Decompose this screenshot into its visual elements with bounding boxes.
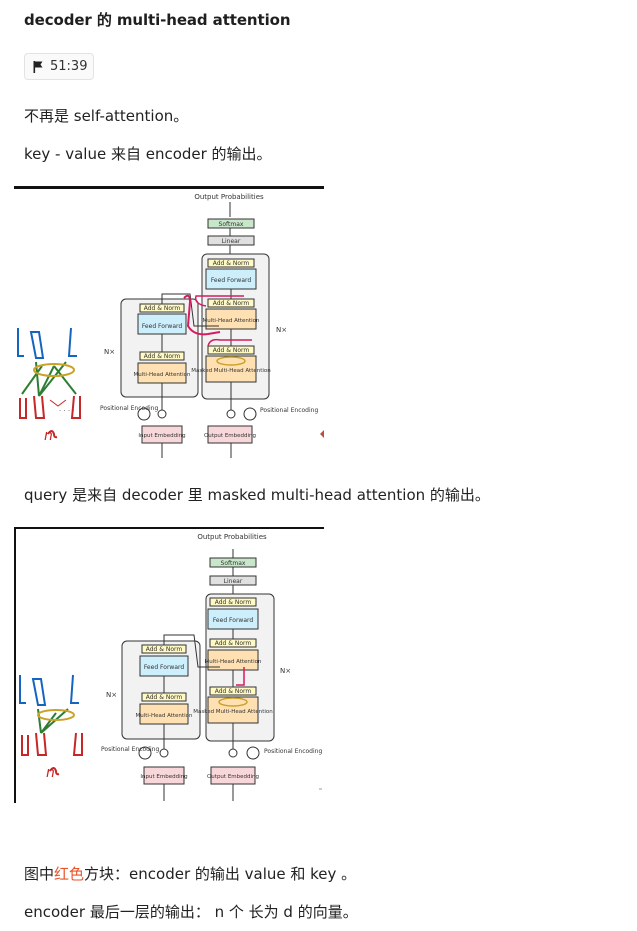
svg-text:N×: N× [106,691,117,699]
svg-text:N×: N× [276,326,287,334]
svg-text:Output Probabilities: Output Probabilities [194,193,264,201]
red-highlight-text: 红色 [54,865,85,883]
svg-text:Softmax: Softmax [219,221,244,228]
svg-text:Add & Norm: Add & Norm [215,688,252,695]
svg-text:Add & Norm: Add & Norm [144,305,181,312]
svg-text:Input Embedding: Input Embedding [138,433,185,439]
linear-block [207,235,255,246]
svg-text:Multi-Head Attention: Multi-Head Attention [205,659,262,665]
svg-text:Add & Norm: Add & Norm [215,599,252,606]
transformer-figure-2: n Output Probabilities Softmax Linear N×… [14,527,324,803]
svg-text:Multi-Head Attention: Multi-Head Attention [136,713,193,719]
svg-text:Add & Norm: Add & Norm [144,353,181,360]
output-embedding-block [207,425,253,444]
svg-text:Softmax: Softmax [221,560,246,567]
svg-text:Add & Norm: Add & Norm [146,646,183,653]
svg-text:Input Embedding: Input Embedding [140,774,187,780]
page-title: decoder 的 multi-head attention [24,11,291,29]
svg-text:Positional Encoding: Positional Encoding [260,407,318,414]
svg-text:Add & Norm: Add & Norm [215,640,252,647]
svg-text:Add & Norm: Add & Norm [213,260,250,267]
timestamp-text: 51:39 [50,59,88,74]
svg-text:Add & Norm: Add & Norm [213,347,250,354]
timestamp-badge[interactable]: 51:39 [24,53,94,80]
svg-text:Linear: Linear [222,238,241,245]
svg-text:N×: N× [104,348,115,356]
paragraph-not-self-attention: 不再是 self-attention。 [24,107,189,125]
paragraph-red-block-meaning: 图中红色方块：encoder 的输出 value 和 key 。 [24,865,357,883]
svg-text:Multi-Head Attention: Multi-Head Attention [203,318,260,324]
svg-text:Linear: Linear [224,578,243,585]
svg-text:Feed Forward: Feed Forward [211,277,252,284]
handwritten-n: n [44,428,53,444]
svg-text:Output Probabilities: Output Probabilities [197,533,267,541]
handwritten-sketch [19,674,83,776]
svg-text:· · · ·: · · · · [59,407,75,415]
svg-text:Masked Multi-Head Attention: Masked Multi-Head Attention [193,709,273,715]
handwritten-sketch [17,327,81,439]
svg-text:Positional Encoding: Positional Encoding [100,405,158,412]
svg-text:Multi-Head Attention: Multi-Head Attention [134,372,191,378]
svg-text:Feed Forward: Feed Forward [144,664,185,671]
svg-text:Positional Encoding: Positional Encoding [264,748,322,755]
svg-text:N×: N× [280,667,291,675]
svg-text:Masked Multi-Head Attention: Masked Multi-Head Attention [191,368,271,374]
svg-text:Output Embedding: Output Embedding [207,774,259,780]
transformer-figure-1: · · · · n Output Probabilities Softmax L… [14,186,324,460]
svg-text:Feed Forward: Feed Forward [213,617,254,624]
svg-text:Add & Norm: Add & Norm [213,300,250,307]
paragraph-query-source: query 是来自 decoder 里 masked multi-head at… [24,486,490,504]
softmax-block [207,218,255,229]
flag-icon [33,60,43,73]
svg-text:Add & Norm: Add & Norm [146,694,183,701]
svg-text:Output Embedding: Output Embedding [204,433,256,439]
paragraph-encoder-output: encoder 最后一层的输出： n 个 长为 d 的向量。 [24,903,358,921]
svg-text:Feed Forward: Feed Forward [142,323,183,330]
handwritten-n: n [46,765,55,781]
paragraph-key-value-source: key - value 来自 encoder 的输出。 [24,145,272,163]
svg-text:Positional Encoding: Positional Encoding [101,746,159,753]
